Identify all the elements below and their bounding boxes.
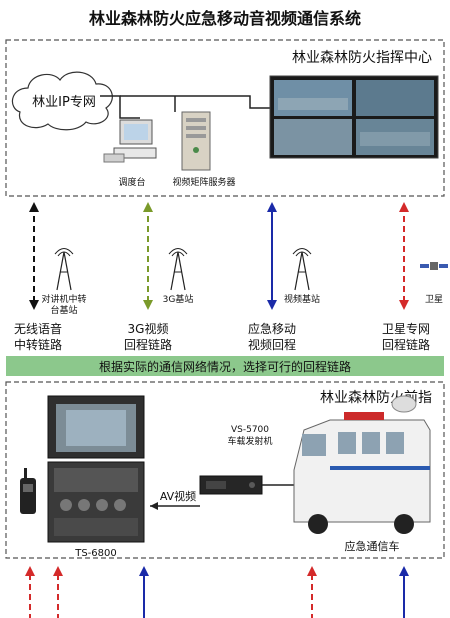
ts-6800-label: TS-6800 (74, 548, 117, 559)
link-label: 回程链路 (124, 337, 172, 352)
dispatch-computer-icon (103, 119, 157, 163)
arrowhead-up-icon (29, 202, 39, 212)
ts-6800-terminal-icon (47, 395, 145, 543)
front-command-box (5, 381, 445, 559)
av-video-label: AV视频 (160, 489, 196, 503)
link-label: 回程链路 (382, 337, 430, 352)
tower-label: 3G基站 (163, 293, 194, 305)
link-label: 卫星专网 (382, 321, 430, 336)
vs-5700-transmitter-icon (199, 475, 263, 495)
arrowhead-up-icon (399, 202, 409, 212)
arrowhead-up-icon (399, 566, 409, 576)
link-label: 中转链路 (14, 337, 62, 352)
server-icon (181, 111, 211, 171)
vs-5700-model-label: VS-5700 (231, 425, 269, 435)
dispatch-label: 调度台 (118, 176, 145, 188)
tower-label: 台基站 (50, 304, 77, 316)
arrowhead-up-icon (25, 566, 35, 576)
video-wall-icon (269, 75, 439, 159)
link-label: 无线语音 (14, 321, 62, 336)
arrowhead-up-icon (267, 202, 277, 212)
arrowhead-up-icon (307, 566, 317, 576)
link-label: 应急移动 (248, 321, 296, 336)
arrowhead-down-icon (29, 300, 39, 310)
emergency-vehicle-icon (293, 395, 431, 534)
arrowhead-down-icon (267, 300, 277, 310)
tower-label: 对讲机中转 (41, 293, 86, 305)
arrowhead-down-icon (143, 300, 153, 310)
tower-icon (292, 248, 312, 291)
vehicle-label: 应急通信车 (345, 539, 400, 553)
arrowhead-up-icon (53, 566, 63, 576)
av-arrowhead-icon (150, 502, 158, 510)
cloud-label: 林业IP专网 (32, 95, 96, 110)
tower-icon (168, 248, 188, 291)
link-label: 视频回程 (248, 337, 296, 352)
route-banner (6, 356, 444, 376)
network-link-line (100, 95, 140, 119)
tower-label: 卫星 (425, 294, 443, 305)
satellite-icon (420, 262, 448, 270)
ip-network-cloud: 林业IP专网 (11, 71, 113, 131)
diagram-title: 林业森林防火应急移动音视频通信系统 (89, 9, 361, 28)
matrix-server-label: 视频矩阵服务器 (172, 176, 235, 188)
tower-label: 视频基站 (284, 293, 320, 305)
arrowhead-up-icon (143, 202, 153, 212)
link-label: 3G视频 (128, 321, 169, 336)
command-center-box (5, 39, 445, 197)
arrowhead-down-icon (399, 300, 409, 310)
arrowhead-up-icon (139, 566, 149, 576)
walkie-talkie-icon (20, 468, 36, 514)
command-center-label: 林业森林防火指挥中心 (292, 50, 432, 66)
vs-5700-desc-label: 车载发射机 (227, 435, 272, 447)
tower-icon (54, 248, 74, 291)
route-banner-text: 根据实际的通信网络情况，选择可行的回程链路 (99, 359, 351, 374)
network-link-line (120, 95, 270, 109)
